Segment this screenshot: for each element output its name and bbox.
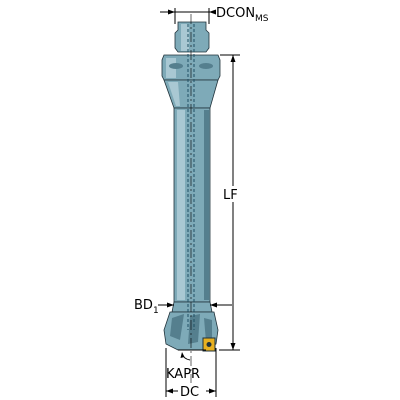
dcon-main: DCON xyxy=(216,6,255,21)
bd-sub: 1 xyxy=(153,306,159,316)
extension-shank-highlight xyxy=(177,110,185,300)
kapr-label: KAPR xyxy=(166,367,200,382)
dcon-label: DCONMS xyxy=(216,6,269,24)
taper-highlight xyxy=(168,82,180,106)
tool-holder xyxy=(161,14,221,390)
head-neck xyxy=(171,301,213,313)
coupling-shank xyxy=(174,21,210,53)
dimension-dc: DC xyxy=(165,348,217,400)
dcon-sub: MS xyxy=(255,14,269,24)
insert-screw xyxy=(206,342,212,347)
dimension-bd1: BD1 xyxy=(134,298,232,316)
lf-label: LF xyxy=(223,188,238,203)
flange-key-right xyxy=(199,63,213,69)
chip-flute-1 xyxy=(170,314,184,340)
bd-main: BD xyxy=(134,298,153,313)
dimension-kapr: KAPR xyxy=(166,349,206,382)
dc-label: DC xyxy=(180,385,199,400)
dimension-dcon: DCONMS xyxy=(160,6,269,24)
dimension-lf: LF xyxy=(219,54,244,351)
chip-flute-3 xyxy=(204,318,212,342)
bd-label: BD1 xyxy=(134,298,159,316)
extension-shank-shadow xyxy=(204,110,209,300)
flange-key-left xyxy=(169,63,183,69)
coupling-shank-highlight xyxy=(181,24,189,51)
